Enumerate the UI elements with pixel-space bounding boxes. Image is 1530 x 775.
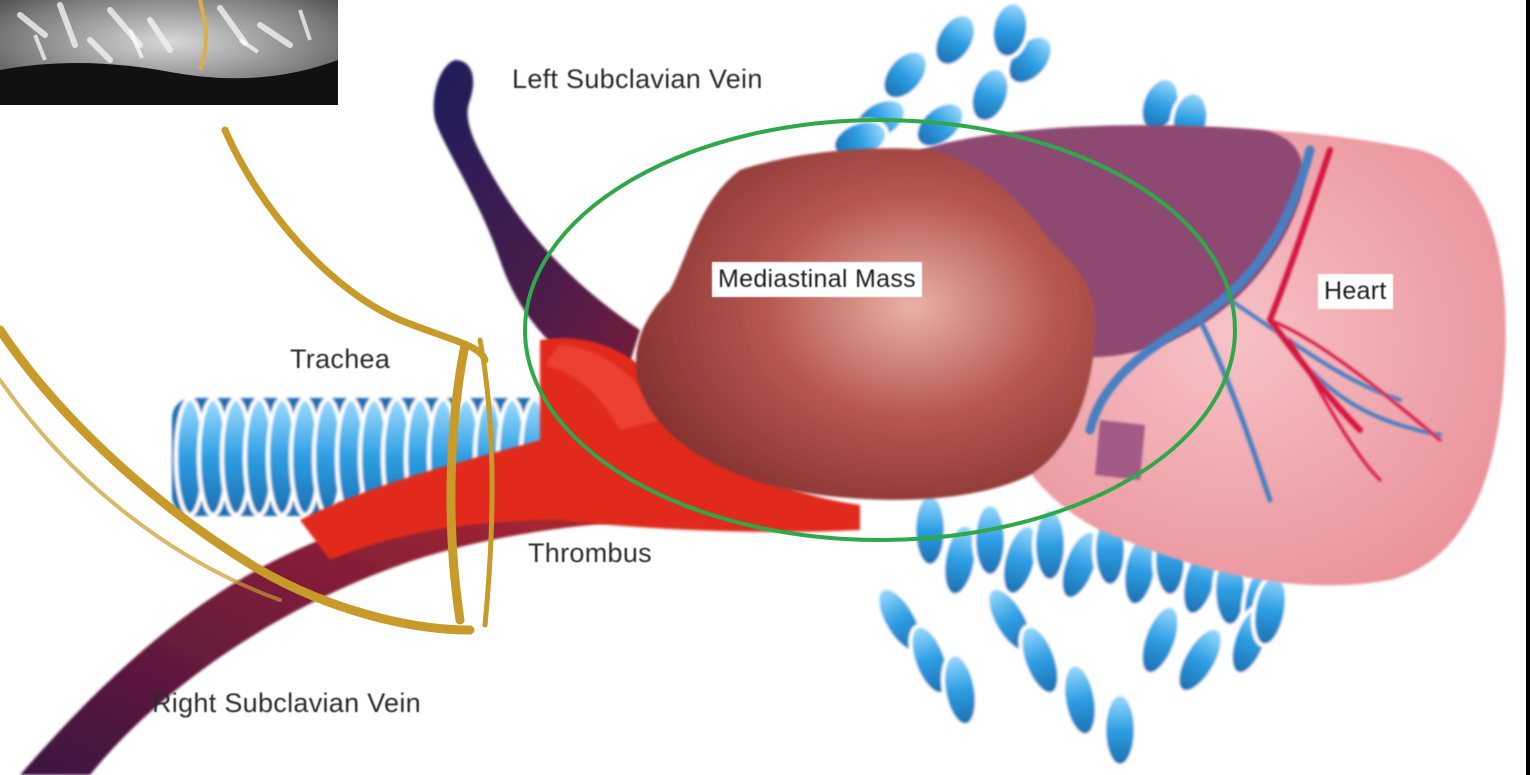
label-left-subclavian-vein: Left Subclavian Vein [512, 64, 763, 95]
label-heart: Heart [1318, 274, 1393, 309]
label-mediastinal-mass: Mediastinal Mass [712, 262, 922, 297]
bronchus-ring [914, 494, 946, 566]
bronchus-ring [938, 652, 982, 728]
label-trachea: Trachea [290, 344, 390, 375]
label-thrombus: Thrombus [528, 538, 652, 569]
ct-scan-inset-image [0, 0, 338, 105]
label-right-subclavian-vein: Right Subclavian Vein [152, 688, 421, 719]
bronchus-ring [1013, 621, 1068, 700]
bronchus-ring [1104, 694, 1136, 766]
right-edge-border [1526, 0, 1530, 775]
bronchus-ring [1058, 662, 1102, 738]
upper-branch-ring [925, 7, 984, 73]
